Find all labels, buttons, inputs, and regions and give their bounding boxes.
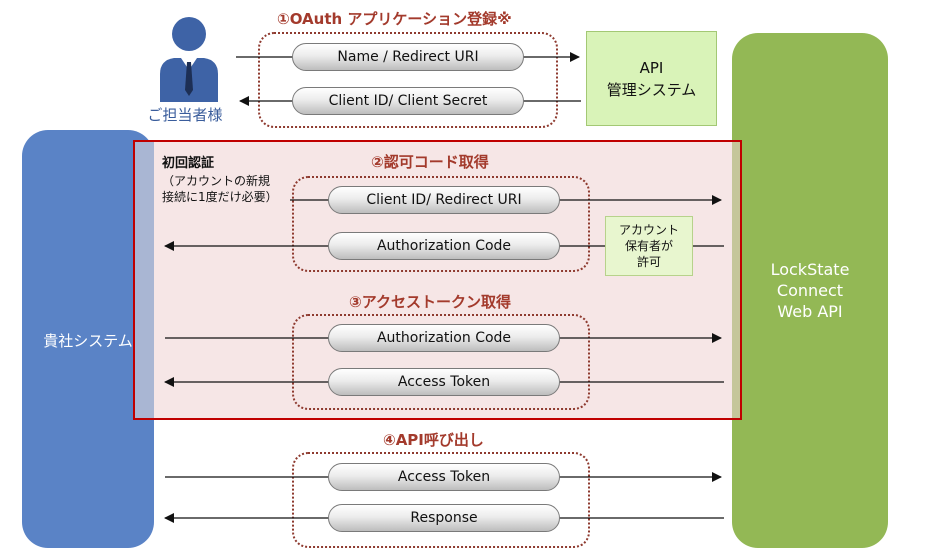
auth-region-right-band bbox=[732, 142, 740, 418]
account-holder-consent-box: アカウント 保有者が 許可 bbox=[605, 216, 693, 276]
client-system-column bbox=[22, 130, 154, 548]
message-pill-m2: Client ID/ Client Secret bbox=[292, 87, 524, 115]
message-pill-m7: Access Token bbox=[328, 463, 560, 491]
message-pill-m6: Access Token bbox=[328, 368, 560, 396]
message-pill-m3: Client ID/ Redirect URI bbox=[328, 186, 560, 214]
initial-auth-title: 初回認証 bbox=[162, 156, 215, 171]
step2-group bbox=[292, 176, 590, 272]
message-pill-m1: Name / Redirect URI bbox=[292, 43, 524, 71]
api-management-box: API 管理システム bbox=[586, 31, 717, 126]
initial-auth-note: （アカウントの新規 接続に1度だけ必要） bbox=[162, 174, 278, 204]
step4-group bbox=[292, 452, 590, 548]
step3-group bbox=[292, 314, 590, 410]
message-pill-m5: Authorization Code bbox=[328, 324, 560, 352]
step3-title: ③アクセストークン取得 bbox=[349, 293, 511, 311]
step1-group bbox=[258, 32, 558, 128]
lockstate-api-column bbox=[732, 33, 888, 548]
step4-title: ④API呼び出し bbox=[383, 431, 484, 449]
person-icon bbox=[160, 17, 218, 102]
lockstate-api-label: LockState Connect Web API bbox=[770, 260, 850, 321]
user-label: ご担当者様 bbox=[147, 106, 223, 124]
client-system-label: 貴社システム bbox=[43, 332, 133, 350]
auth-region-left-band bbox=[135, 142, 154, 418]
message-pill-m8: Response bbox=[328, 504, 560, 532]
step2-title: ②認可コード取得 bbox=[371, 153, 489, 171]
message-pill-m4: Authorization Code bbox=[328, 232, 560, 260]
step1-title: ①OAuth アプリケーション登録※ bbox=[277, 10, 512, 28]
